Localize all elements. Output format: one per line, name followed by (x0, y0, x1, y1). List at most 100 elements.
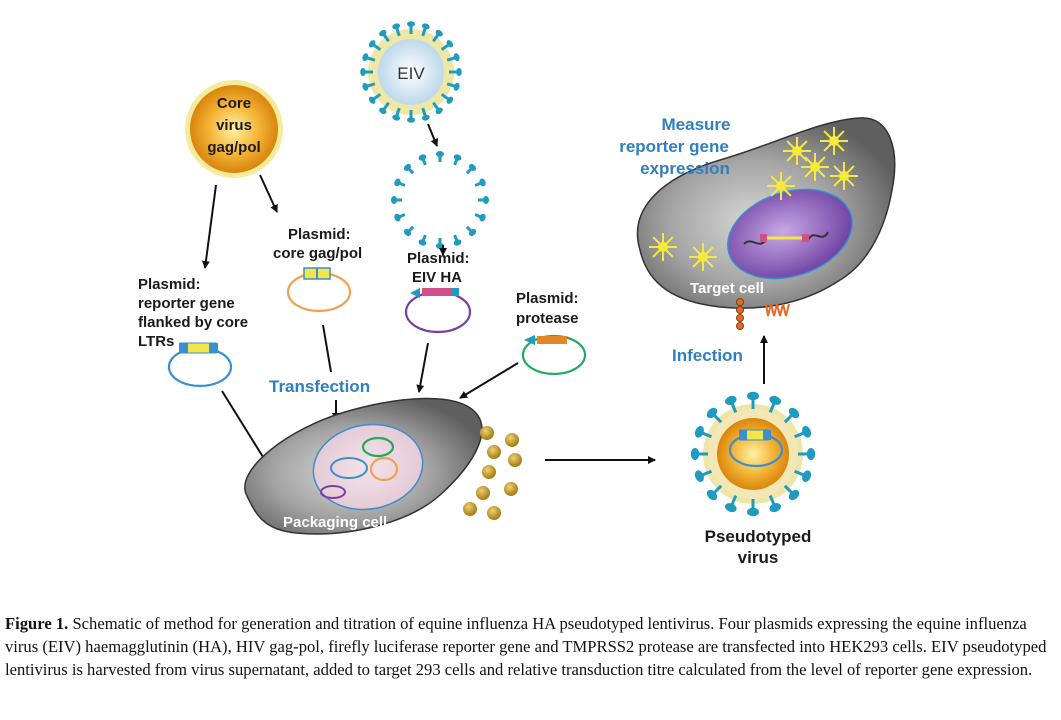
envelope-spike-head (394, 213, 401, 222)
spike-head (446, 40, 454, 48)
measure-label-3: expression (640, 159, 730, 178)
spike-head (453, 82, 460, 91)
spike-head (690, 448, 700, 460)
virion-bead (480, 426, 494, 440)
spike-head (806, 448, 816, 460)
arrow-gagpol-line (322, 324, 332, 373)
spike-head (788, 489, 800, 501)
spike-head (769, 395, 781, 405)
spark-core (810, 162, 820, 172)
spike-head (694, 426, 704, 438)
virion-bead (505, 433, 519, 447)
spike-head (392, 114, 401, 121)
spark-core (658, 242, 668, 252)
packaging-cell-label: Packaging cell (283, 514, 387, 531)
spike-head (802, 426, 812, 438)
envelope-spike-head (403, 163, 412, 172)
core-virus-label-2: virus (216, 117, 252, 134)
spike-head (368, 96, 376, 104)
envelope-spike-head (479, 213, 486, 222)
spike-head (706, 489, 718, 501)
spike-head (802, 470, 812, 482)
plasmid-protease-label-2: protease (516, 310, 579, 327)
virion-bead (504, 482, 518, 496)
transfection-label: Transfection (269, 377, 370, 396)
target-cell: Target cell (636, 117, 896, 330)
envelope-spike-head (468, 228, 477, 237)
arrow-ha-to-cell (416, 342, 429, 393)
arrow-core-to-gagpol (259, 174, 278, 213)
spike-head (407, 117, 415, 123)
core-virus: Core virus gag/pol (185, 80, 283, 178)
spike-head (747, 507, 759, 517)
envelope-spike-head (453, 154, 462, 161)
schematic-diagram: Core virus gag/pol EIV Plasmid: reporter… (138, 21, 896, 567)
virion-bead (487, 506, 501, 520)
envelope-spike-head (453, 239, 462, 246)
spike-head (435, 29, 443, 37)
virion-bead (463, 502, 477, 516)
infection-label: Infection (672, 346, 743, 365)
released-virions (463, 426, 522, 520)
caption-label: Figure 1. (5, 614, 69, 633)
virion-bead (487, 445, 501, 459)
spike-head (379, 107, 387, 115)
eiv-virus: EIV (360, 21, 462, 123)
spark-core (776, 181, 786, 191)
virion-bead (508, 453, 522, 467)
spark-core (698, 252, 708, 262)
arrow-reporter-to-cell (221, 390, 269, 466)
core-virus-label-1: Core (217, 95, 251, 112)
spike-head (392, 23, 401, 30)
target-cell-label: Target cell (690, 280, 764, 297)
measure-label-1: Measure (662, 115, 731, 134)
envelope-spike-head (418, 239, 427, 246)
plasmid-reporter-label-3: flanked by core (138, 314, 248, 331)
pseudotyped-label-1: Pseudotyped (705, 527, 812, 546)
disrupted-eiv-envelope (391, 151, 489, 249)
arrow-eiv-to-envelope (427, 123, 439, 147)
envelope-spike-head (394, 178, 401, 187)
virion-bead (482, 465, 496, 479)
plasmid-protease (521, 334, 587, 376)
spike-head (421, 23, 430, 30)
spike-head (788, 407, 800, 419)
eiv-label: EIV (397, 64, 425, 83)
plasmid-reporter-label-1: Plasmid: (138, 276, 201, 293)
envelope-spike-head (436, 151, 444, 157)
core-virus-label-3: gag/pol (207, 139, 260, 156)
spike-head (769, 503, 781, 513)
spike-head (362, 82, 369, 91)
envelope-spike-head (468, 163, 477, 172)
cell-receptors (736, 298, 790, 330)
spike-head (435, 107, 443, 115)
eiv-spikes (360, 21, 462, 123)
spike-head (725, 503, 737, 513)
caption-text: Schematic of method for generation and t… (5, 614, 1047, 679)
plasmid-ha-label-2: EIV HA (412, 269, 462, 286)
spike-head (379, 29, 387, 37)
envelope-spike-head (479, 178, 486, 187)
plasmid-ha-label-1: Plasmid: (407, 250, 470, 267)
packaging-cell: Packaging cell (244, 397, 483, 535)
virion-bead (476, 486, 490, 500)
spike-head (446, 96, 454, 104)
spike-head (706, 407, 718, 419)
spike-head (725, 395, 737, 405)
arrow-core-to-reporter (201, 184, 217, 269)
spark-core (792, 146, 802, 156)
plasmid-core-gagpol (286, 267, 352, 313)
arrows (201, 123, 768, 466)
plasmid-core-label-1: Plasmid: (288, 226, 351, 243)
plasmid-reporter-label-2: reporter gene (138, 295, 235, 312)
spike-head (694, 470, 704, 482)
measure-label-2: reporter gene (619, 137, 729, 156)
spike-head (360, 68, 366, 76)
figure-caption: Figure 1. Schematic of method for genera… (5, 612, 1055, 681)
plasmid-eiv-ha (404, 288, 472, 334)
spike-head (453, 53, 460, 62)
luciferase-signals (649, 127, 858, 271)
envelope-spike-head (418, 154, 427, 161)
spike-head (421, 114, 430, 121)
spark-core (829, 136, 839, 146)
